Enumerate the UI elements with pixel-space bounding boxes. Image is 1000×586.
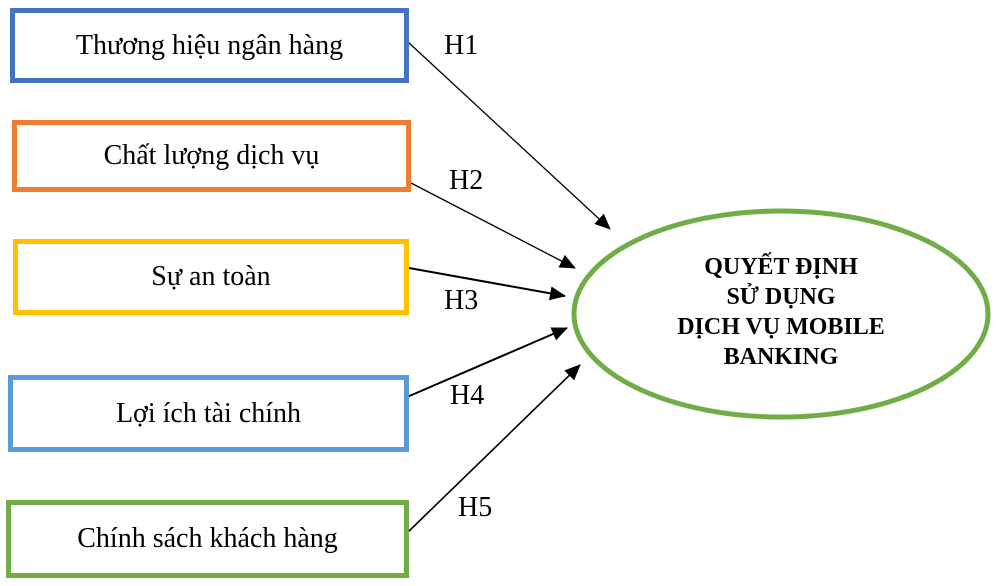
arrow-h1 xyxy=(407,41,611,230)
outcome-line: BANKING xyxy=(723,344,839,370)
factor-label: Chất lượng dịch vụ xyxy=(103,140,320,171)
arrow-h5 xyxy=(406,364,581,534)
factor-box-customer-policy: Chính sách khách hàng xyxy=(6,500,409,578)
hypothesis-label-h5: H5 xyxy=(458,492,493,523)
outcome-ellipse xyxy=(571,208,991,420)
factor-box-brand: Thương hiệu ngân hàng xyxy=(10,8,409,83)
outcome-line: SỬ DỤNG xyxy=(726,284,836,310)
factor-box-service-quality: Chất lượng dịch vụ xyxy=(12,120,411,192)
hypothesis-label-h1: H1 xyxy=(444,30,479,61)
outcome-line: QUYẾT ĐỊNH xyxy=(704,254,858,280)
factor-box-financial-benefit: Lợi ích tài chính xyxy=(8,375,409,452)
arrow-h3 xyxy=(408,267,566,301)
factor-box-safety: Sự an toàn xyxy=(13,239,409,315)
outcome-line: DỊCH VỤ MOBILE xyxy=(677,314,885,340)
outcome-label: QUYẾT ĐỊNH SỬ DỤNG DỊCH VỤ MOBILE BANKIN… xyxy=(573,252,989,372)
hypothesis-label-h2: H2 xyxy=(449,165,484,196)
arrow-h4 xyxy=(406,327,568,398)
arrow-h2 xyxy=(410,182,576,269)
factor-label: Chính sách khách hàng xyxy=(77,523,338,554)
hypothesis-label-h3: H3 xyxy=(444,285,479,316)
hypothesis-label-h4: H4 xyxy=(450,380,485,411)
factor-label: Sự an toàn xyxy=(151,261,271,292)
factor-label: Thương hiệu ngân hàng xyxy=(75,29,344,61)
factor-label: Lợi ích tài chính xyxy=(115,397,302,429)
